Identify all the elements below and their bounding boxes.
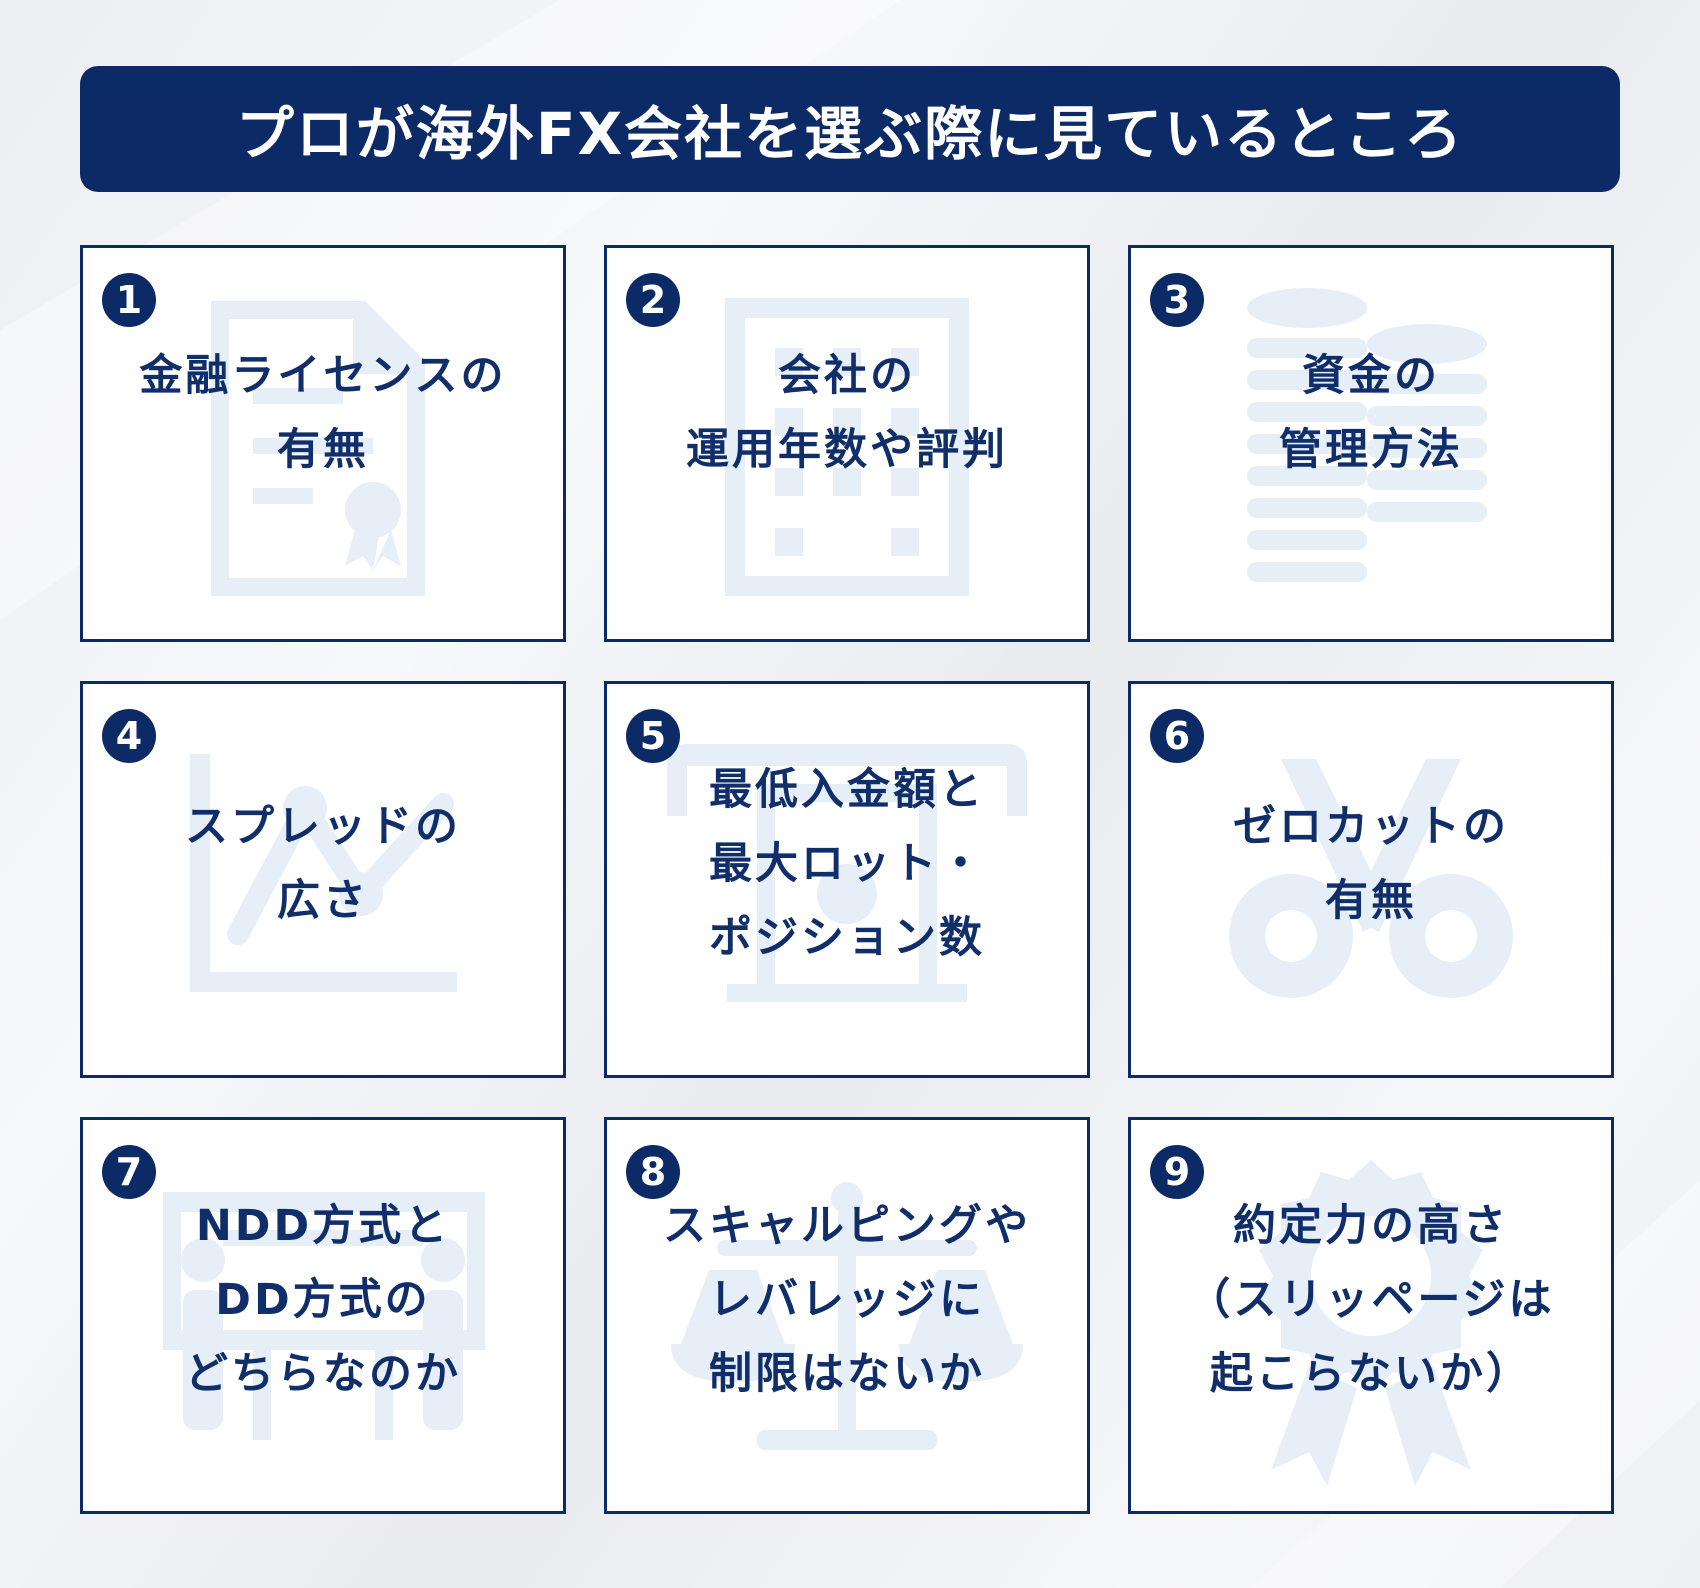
card-number-badge: 6 [1150, 709, 1204, 763]
award-badge-icon [1259, 1160, 1483, 1486]
scissors-icon [1229, 759, 1513, 998]
card-label: 約定力の高さ （スリッページは 起こらないか） [1141, 1120, 1601, 1511]
card-number-badge: 5 [626, 709, 680, 763]
certificate-document-icon [211, 301, 425, 596]
card-label: 最低入金額と 最大ロット・ ポジション数 [617, 684, 1077, 1075]
card-label-line: 有無 [1325, 875, 1417, 926]
card-label-line: 最低入金額と [709, 764, 985, 815]
line-chart-icon [190, 754, 457, 992]
card-label-line: 約定力の高さ [1233, 1200, 1509, 1251]
card-label-line: ゼロカットの [1233, 801, 1509, 852]
card-label: ゼロカットの 有無 [1141, 684, 1601, 1075]
balance-scale-icon [671, 1182, 1023, 1450]
card-label: スプレッドの 広さ [93, 684, 553, 1075]
card-number-badge: 1 [102, 273, 156, 327]
atm-cash-icon [667, 744, 1027, 1002]
card-spread: 4 スプレッドの 広さ [80, 681, 566, 1078]
card-label-line: 金融ライセンスの [139, 350, 507, 401]
card-label: 資金の 管理方法 [1141, 248, 1601, 639]
page-title: プロが海外FX会社を選ぶ際に見ているところ [235, 100, 1465, 168]
card-label: 会社の 運用年数や評判 [617, 248, 1077, 639]
card-label: 金融ライセンスの 有無 [93, 248, 553, 639]
card-label-line: 制限はないか [709, 1348, 985, 1399]
card-number-badge: 2 [626, 273, 680, 327]
card-label-line: DD方式の [215, 1274, 431, 1325]
card-zero-cut: 6 ゼロカットの 有無 [1128, 681, 1614, 1078]
card-label-line: 広さ [277, 875, 369, 926]
card-label-line: ポジション数 [709, 912, 985, 963]
card-number-badge: 4 [102, 709, 156, 763]
card-label-line: スプレッドの [185, 801, 461, 852]
card-scalping-leverage: 8 スキャルピングや レバレッジに 制限はないか [604, 1117, 1090, 1514]
card-number-badge: 3 [1150, 273, 1204, 327]
coin-stacks-icon [1247, 288, 1487, 582]
card-label-line: （スリッページは [1187, 1274, 1555, 1325]
card-label-line: 有無 [277, 424, 369, 475]
card-label-line: NDD方式と [195, 1200, 451, 1251]
card-company-history: 2 会社の 運用年数や評判 [604, 245, 1090, 642]
card-number-badge: 9 [1150, 1145, 1204, 1199]
card-label-line: どちらなのか [185, 1348, 461, 1399]
card-fund-management: 3 資金の 管理方法 [1128, 245, 1614, 642]
card-number-badge: 7 [102, 1145, 156, 1199]
title-banner: プロが海外FX会社を選ぶ際に見ているところ [80, 66, 1620, 192]
office-building-icon [725, 298, 969, 596]
card-label-line: 管理方法 [1279, 424, 1463, 475]
card-label-line: レバレッジに [709, 1274, 985, 1325]
card-label-line: 資金の [1302, 350, 1440, 401]
card-execution: 9 約定力の高さ （スリッページは 起こらないか） [1128, 1117, 1614, 1514]
card-label: スキャルピングや レバレッジに 制限はないか [617, 1120, 1077, 1511]
meeting-people-icon [163, 1192, 485, 1440]
card-label-line: 運用年数や評判 [686, 424, 1008, 475]
card-label: NDD方式と DD方式の どちらなのか [93, 1120, 553, 1511]
card-label-line: 起こらないか） [1210, 1348, 1532, 1399]
card-label-line: 会社の [778, 350, 916, 401]
card-number-badge: 8 [626, 1145, 680, 1199]
card-deposit-lot: 5 最低入金額と 最大ロット・ ポジション数 [604, 681, 1090, 1078]
card-label-line: 最大ロット・ [709, 838, 985, 889]
card-ndd-dd: 7 NDD方式と DD方式の どちらなのか [80, 1117, 566, 1514]
card-label-line: スキャルピングや [663, 1200, 1031, 1251]
card-financial-license: 1 金融ライセンスの 有無 [80, 245, 566, 642]
